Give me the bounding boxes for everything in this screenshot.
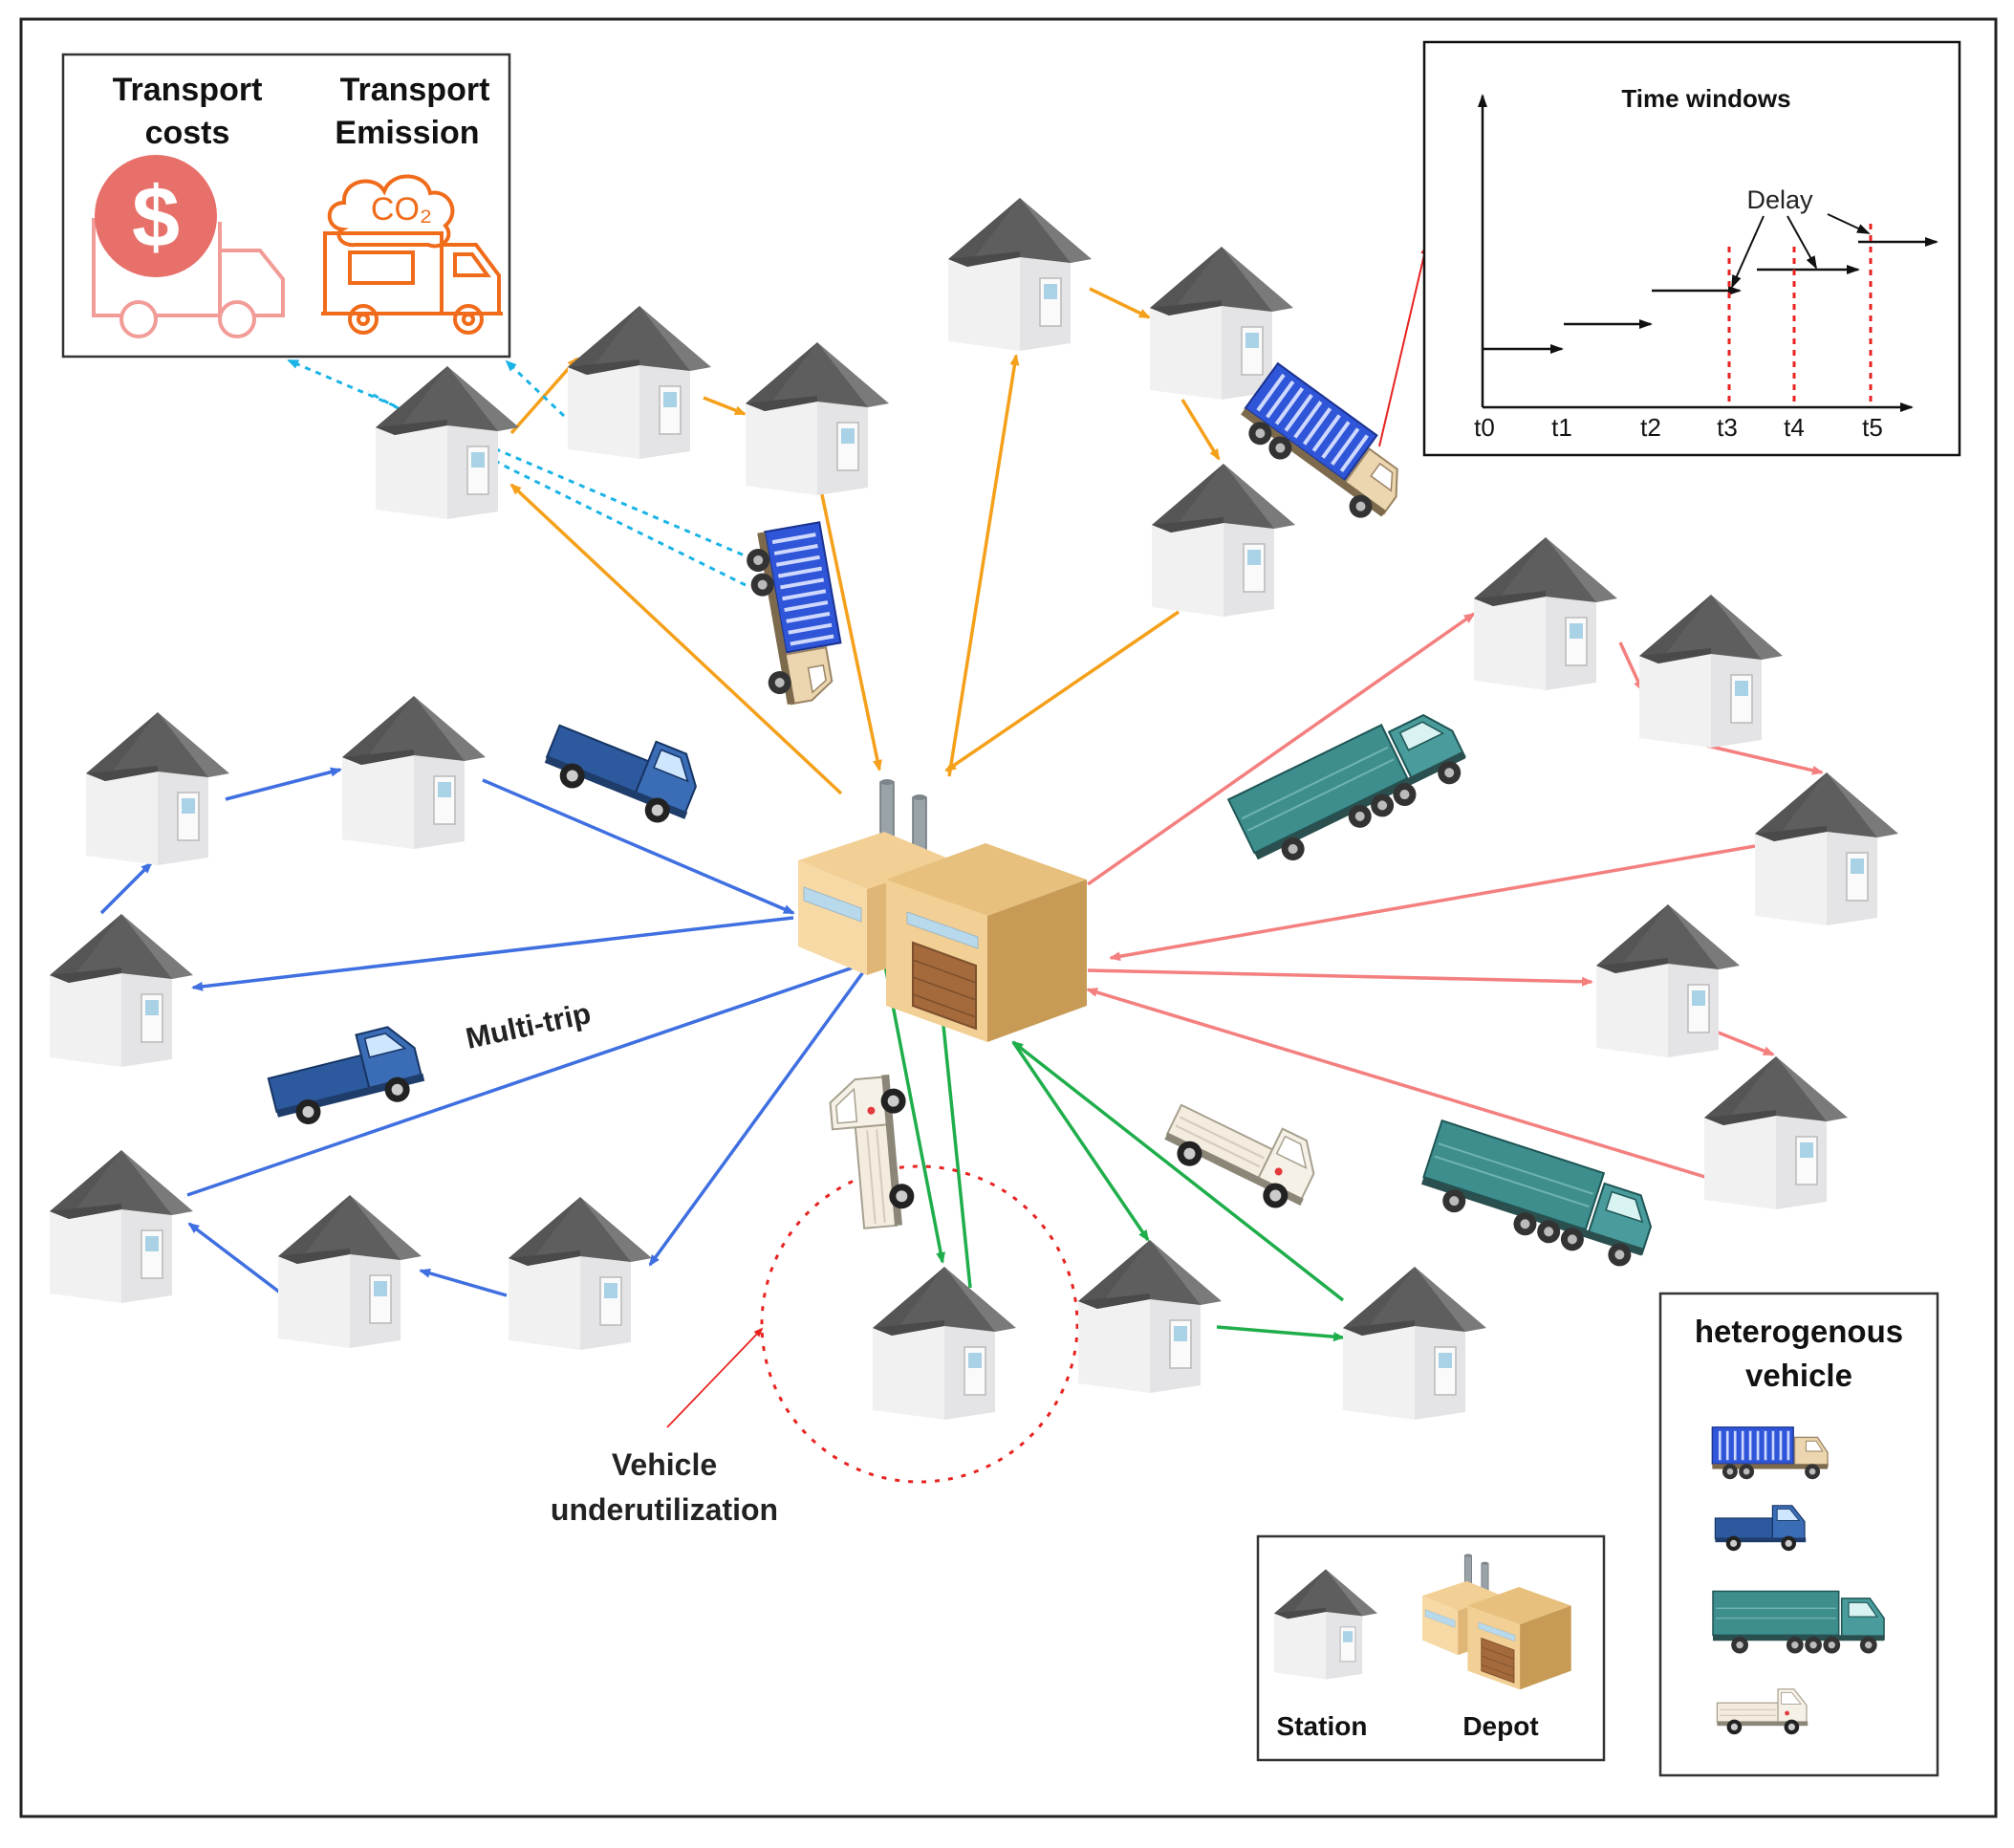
- time-window-link: [1378, 245, 1429, 447]
- delay-label: Delay: [1746, 185, 1813, 214]
- tick-label: t3: [1717, 413, 1738, 442]
- routes: [99, 245, 1824, 1484]
- teal-truck-icon: [1415, 1120, 1663, 1273]
- co2-label: CO₂: [371, 191, 432, 228]
- time-window-title: Time windows: [1621, 84, 1790, 113]
- time-window-panel: Time windows Delay t0 t1 t2 t3 t4 t5: [1422, 40, 1961, 457]
- emission-title-2: Emission: [335, 115, 479, 151]
- emission-title-1: Transport: [340, 72, 490, 108]
- tick-label: t5: [1862, 413, 1883, 442]
- pickup-truck-icon: [262, 1020, 429, 1133]
- legend-depot-label: Depot: [1462, 1711, 1538, 1741]
- tick-label: t4: [1784, 413, 1805, 442]
- time-ticks: t0 t1 t2 t3 t4 t5: [1474, 413, 1883, 442]
- route-green: [883, 965, 1345, 1342]
- station-icon: [745, 341, 890, 496]
- cost-truck-icon: $: [92, 155, 285, 338]
- costs-title-1: Transport: [113, 72, 263, 108]
- tick-label: t2: [1640, 413, 1661, 442]
- station-icon: [872, 1266, 1017, 1421]
- teal-truck-icon: [1227, 697, 1475, 877]
- station-icon: [1595, 903, 1741, 1058]
- vehicle-legend-panel: heterogenous vehicle: [1658, 1292, 1939, 1777]
- station-icon: [277, 1194, 422, 1349]
- underutil-label-2: underutilization: [551, 1492, 778, 1527]
- dollar-icon: $: [132, 170, 180, 266]
- underutilization-circle: [760, 1164, 1079, 1484]
- outer-frame: [19, 17, 1998, 1818]
- station-icon: [1638, 594, 1784, 749]
- route-orange: [509, 287, 1221, 795]
- station-icon: [341, 695, 487, 850]
- vehicle-legend-title-1: heterogenous: [1695, 1314, 1903, 1349]
- route-blue: [99, 767, 875, 1297]
- station-icon: [375, 365, 520, 520]
- costs-title-2: costs: [145, 115, 230, 151]
- route-salmon: [1086, 612, 1824, 1180]
- legend-station-label: Station: [1277, 1711, 1368, 1741]
- underutil-label-1: Vehicle: [612, 1447, 717, 1482]
- station-icon: [49, 913, 194, 1068]
- station-icon: [567, 305, 712, 460]
- station-icon: [508, 1196, 653, 1351]
- tick-label: t0: [1474, 413, 1495, 442]
- cream-truck-icon: [1157, 1083, 1329, 1220]
- station-icon: [947, 197, 1093, 352]
- station-icon: [85, 711, 230, 866]
- station-icon: [1754, 772, 1899, 926]
- tick-label: t1: [1551, 413, 1572, 442]
- cost-panel: Transport costs Transport Emission $: [61, 53, 511, 359]
- cream-truck-icon: [827, 1072, 918, 1231]
- co2-truck-icon: [321, 174, 503, 335]
- station-icon: [1342, 1266, 1487, 1421]
- station-icon: [1703, 1055, 1849, 1210]
- underutil-pointer: [666, 1327, 764, 1428]
- station-icon: [1077, 1239, 1223, 1394]
- station-icon: [1151, 463, 1296, 618]
- vehicle-legend-title-2: vehicle: [1745, 1358, 1852, 1393]
- multi-trip-label: Multi-trip: [463, 996, 594, 1055]
- legend-panel: Station Depot: [1256, 1534, 1606, 1762]
- station-icon: [49, 1149, 194, 1304]
- station-icon: [1473, 536, 1618, 691]
